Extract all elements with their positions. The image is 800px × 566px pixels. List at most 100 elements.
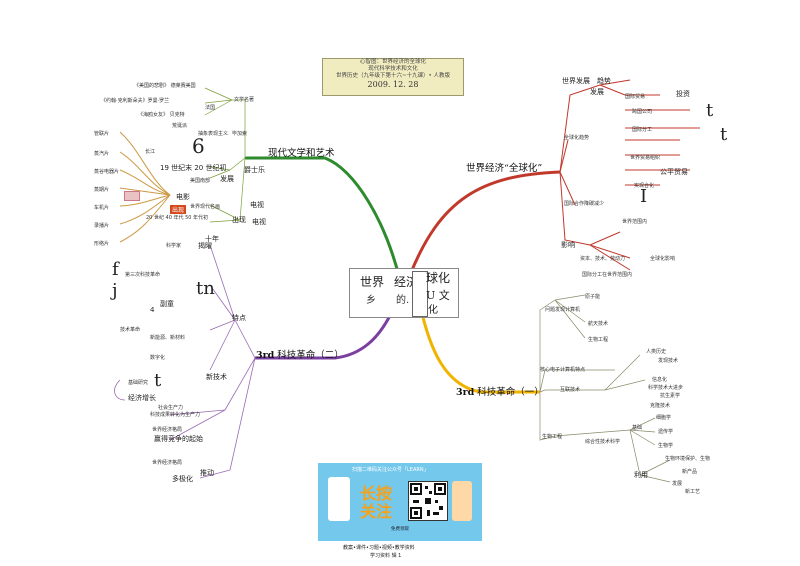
node-tl-a9: 19 世纪末 20 世纪初 xyxy=(160,164,227,172)
node-bl-c15b: 世界经济格局 xyxy=(152,460,183,466)
node-tl-a5: 文学名著 xyxy=(234,97,255,103)
node-tr-b2: 趋势 xyxy=(597,77,611,85)
promo-big-text: 长按 关注 xyxy=(360,485,392,521)
left-side-label: 车机片 xyxy=(94,205,110,211)
node-bl-c1: 十年 xyxy=(205,235,219,243)
left-side-label: 蒸谷电器片 xyxy=(94,169,120,175)
node-br-d18: 利用 xyxy=(634,471,648,479)
node-br-d11: 克隆技术 xyxy=(650,403,671,409)
node-br-d12: 基础 xyxy=(632,425,643,431)
node-tr-letter-i: I xyxy=(640,186,648,207)
branch-line-bottom-right xyxy=(418,304,540,394)
node-tr-b13: 影响 xyxy=(561,241,575,249)
central-topic: 世界 经济 乡 的. 球化 U 文 化 xyxy=(349,268,459,318)
left-side-label: 形络片 xyxy=(94,241,110,247)
node-tr-b1: 世界发展 xyxy=(562,77,590,85)
node-tr-b14: 世界范围内 xyxy=(622,219,648,225)
node-bl-c5: 副童 xyxy=(160,300,174,308)
node-bl-c10: 新技术 xyxy=(206,373,227,381)
promo-big-2: 关注 xyxy=(360,502,393,521)
node-tr-b7: 跨国公司 xyxy=(632,109,653,115)
qr-code-icon[interactable] xyxy=(408,481,448,521)
node-tl-a12: 美国南部 xyxy=(190,178,211,184)
node-tr-b9: 世界贸易组织 xyxy=(630,155,661,161)
node-br-d3: 航天技术 xyxy=(588,321,609,327)
node-tl-a16: 20 世纪 40 年代 50 年代初 xyxy=(146,215,209,221)
node-tl-a10: 爵士乐 xyxy=(244,166,265,174)
node-bl-c8: 新能源、新材料 xyxy=(150,335,186,341)
branch-tech-revolution-2: 3rd 科技革命（二） xyxy=(256,347,344,361)
center-sub-4: 化 xyxy=(428,305,438,316)
node-tl-a17: 出现 xyxy=(232,216,246,224)
node-tr-b6: 国际贸易 xyxy=(625,94,646,100)
center-word-3: 球化 xyxy=(426,271,451,285)
left-side-label: 录播片 xyxy=(94,223,110,229)
node-tl-six: 6 xyxy=(192,134,205,158)
banner-line-1: 心智图：世界经济的全球化 xyxy=(359,59,426,65)
node-bl-letter-tn: tn xyxy=(196,278,215,299)
node-tl-a3: 法国 xyxy=(205,105,216,111)
promo-caption-1: 教案•课件•习题•视频•教学资料 xyxy=(343,545,415,551)
node-br-d15: 生物学 xyxy=(658,443,674,449)
promo-footer-1: 免费领取 xyxy=(391,527,409,532)
node-bl-c11: 基础研究 xyxy=(128,380,149,386)
node-br-d17: 综合性技术科学 xyxy=(585,439,621,445)
left-side-label: 蒸汽片 xyxy=(94,151,110,157)
node-tr-b10: 公平贸易 xyxy=(660,168,688,176)
promo-footer: 免费领取 xyxy=(318,527,482,533)
node-tl-a6: 荒诞派 xyxy=(172,123,188,129)
node-tr-b12: 国际合作降碳减少 xyxy=(564,201,605,207)
node-bl-c3: 揭曜 xyxy=(198,242,212,250)
node-bl-c9: 数字化 xyxy=(150,355,166,361)
title-banner: 心智图：世界经济的全球化 现代科学技术和文化 世界历史（九年级下第十六~十九课）… xyxy=(322,58,464,96)
node-br-d20: 发展 xyxy=(672,481,683,487)
node-bl-c14: 社会生产力 xyxy=(158,405,184,411)
node-bl-c13: 经济增长 xyxy=(128,394,156,402)
left-side-label: 蒸期片 xyxy=(94,187,110,193)
node-tl-a15: 电视 xyxy=(250,201,264,209)
branch-globalization: 世界经济“全球化” xyxy=(466,163,543,174)
promo-qr-card[interactable]: 扫描二维码关注公众号「LEARN」 长按 关注 免费领取 xyxy=(318,463,482,541)
node-tr-letter-t2: t xyxy=(720,124,728,145)
node-tl-a18: 长江 xyxy=(145,149,156,155)
node-br-d1: 问题发现计算机 xyxy=(545,307,581,313)
node-tl-redbox-bottom: 出现 xyxy=(170,205,187,214)
node-tl-pink-sticker xyxy=(124,191,140,201)
node-bl-c16: 赢得竞争的起始 xyxy=(154,435,203,443)
node-bl-c4: 第三次科技革命 xyxy=(125,272,161,278)
node-bl-letter-f: f xyxy=(112,259,119,280)
node-bl-c7: 技术革命 xyxy=(120,327,141,333)
promo-big-1: 长按 xyxy=(360,484,393,503)
node-br-d9: 信息化 xyxy=(652,377,668,383)
node-tl-a14: 世界现代名画 xyxy=(190,204,221,210)
node-bl-c18: 多极化 xyxy=(172,475,193,483)
node-tl-a4: 《海鸥女友》 贝克特 xyxy=(138,112,185,118)
node-bl-letter-j: j xyxy=(112,280,118,301)
node-tr-b11: 实现合化 xyxy=(634,183,655,189)
branch-tech2-label: 科技革命（二） xyxy=(277,350,344,361)
node-br-d2: 原子能 xyxy=(585,294,601,300)
node-br-d16: 生物工程 xyxy=(542,434,563,440)
promo-mascot-left xyxy=(328,477,350,521)
branch-tech1-label: 科技革命（一） xyxy=(477,387,544,398)
branch-tech2-prefix: 3rd xyxy=(256,350,275,361)
node-br-d8: 发现技术 xyxy=(658,358,679,364)
node-tr-b16: 全球化影响 xyxy=(650,256,676,262)
center-sub-3: U 文 xyxy=(426,289,450,302)
node-tr-b5: 投资 xyxy=(676,90,690,98)
promo-head: 扫描二维码关注公众号「LEARN」 xyxy=(352,467,429,473)
node-br-d10: 科学技术大进步 xyxy=(648,385,684,391)
node-tr-b15: 资本、技术、劳动力 xyxy=(580,256,626,262)
node-tr-b17: 国际分工在世界范围内 xyxy=(582,272,633,278)
node-br-d14: 遗传学 xyxy=(658,429,674,435)
node-br-d21: 新工艺 xyxy=(685,489,701,495)
center-inner-box xyxy=(412,271,428,317)
node-bl-letter-t: t xyxy=(154,370,162,391)
promo-caption-2: 学习资料 辑 1 xyxy=(370,553,402,559)
node-tr-b4: 发展 xyxy=(590,88,604,96)
node-tl-a1: 《美国的悲剧》 德莱赛美国 xyxy=(134,83,196,89)
branch-line-top-left xyxy=(245,156,402,281)
banner-line-3: 世界历史（九年级下第十六~十九课）• 人教版 xyxy=(335,73,451,79)
node-tr-letter-t1: t xyxy=(706,100,714,121)
node-br-d23: 抗生素学 xyxy=(660,393,681,399)
